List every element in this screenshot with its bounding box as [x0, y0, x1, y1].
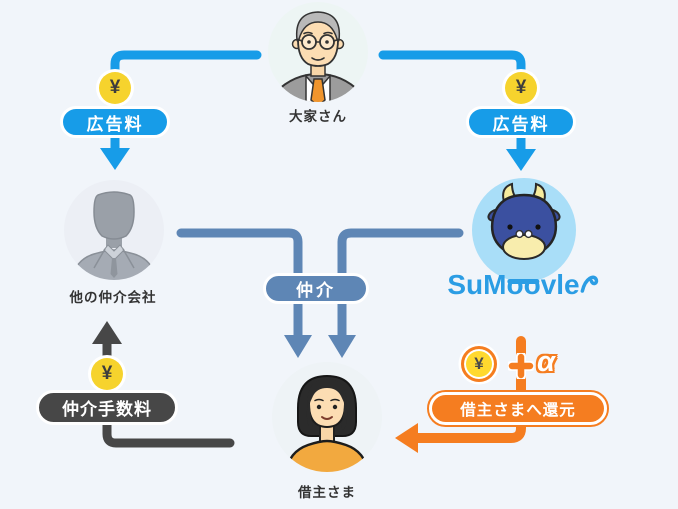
yen-symbol: ¥ [109, 77, 121, 98]
commission-line [102, 336, 235, 448]
cashback-pill-inner: 借主さまへ還元 [432, 395, 604, 422]
arrowhead-up-commission [92, 321, 122, 344]
arrowhead-left-cashback [395, 423, 418, 453]
cashback-line [411, 336, 526, 443]
sumoovle-mascot [472, 178, 576, 287]
yen-coin-cashback: ¥ [461, 346, 497, 382]
commission-pill: 仲介手数料 [36, 390, 178, 425]
landlord-avatar [268, 2, 368, 107]
ad-fee-label: 広告料 [492, 114, 550, 134]
logo-text-vle: vle [540, 269, 580, 300]
ad-fee-pill-right: 広告料 [466, 106, 576, 138]
yen-coin-left: ¥ [99, 72, 131, 104]
ad-fee-arrows [110, 50, 526, 155]
brokerage-label: 仲介 [296, 281, 336, 300]
arrowhead-brokerage-right [328, 335, 356, 358]
other-agency-avatar [64, 180, 164, 285]
ad-fee-pill-left: 広告料 [60, 106, 170, 138]
arrowhead-down-right [506, 149, 536, 171]
ad-fee-label: 広告料 [86, 114, 144, 134]
cashback-pill: 借主さまへ還元 [427, 390, 609, 427]
brokerage-pill: 仲介 [263, 273, 369, 304]
arrowhead-down-left [100, 148, 130, 170]
arrowhead-brokerage-left [284, 335, 312, 358]
tenant-label: 借主さま [298, 485, 356, 500]
yen-symbol: ¥ [474, 354, 484, 373]
logo-swoosh-icon [580, 275, 599, 293]
logo-glasses-oo: oo [506, 269, 541, 300]
alpha-symbol: α [537, 346, 555, 378]
yen-symbol: ¥ [515, 77, 527, 98]
yen-symbol: ¥ [101, 363, 113, 384]
logo-text-sum: SuM [447, 269, 507, 300]
brokerage-arrows [176, 228, 464, 341]
other-agency-label: 他の仲介会社 [69, 290, 157, 305]
yen-coin-commission: ¥ [91, 358, 123, 390]
plus-icon [508, 353, 534, 379]
cashback-label: 借主さまへ還元 [460, 401, 576, 419]
tenant-avatar [272, 362, 382, 477]
yen-coin-right: ¥ [505, 72, 537, 104]
landlord-label: 大家さん [289, 109, 347, 124]
commission-label: 仲介手数料 [62, 400, 152, 419]
